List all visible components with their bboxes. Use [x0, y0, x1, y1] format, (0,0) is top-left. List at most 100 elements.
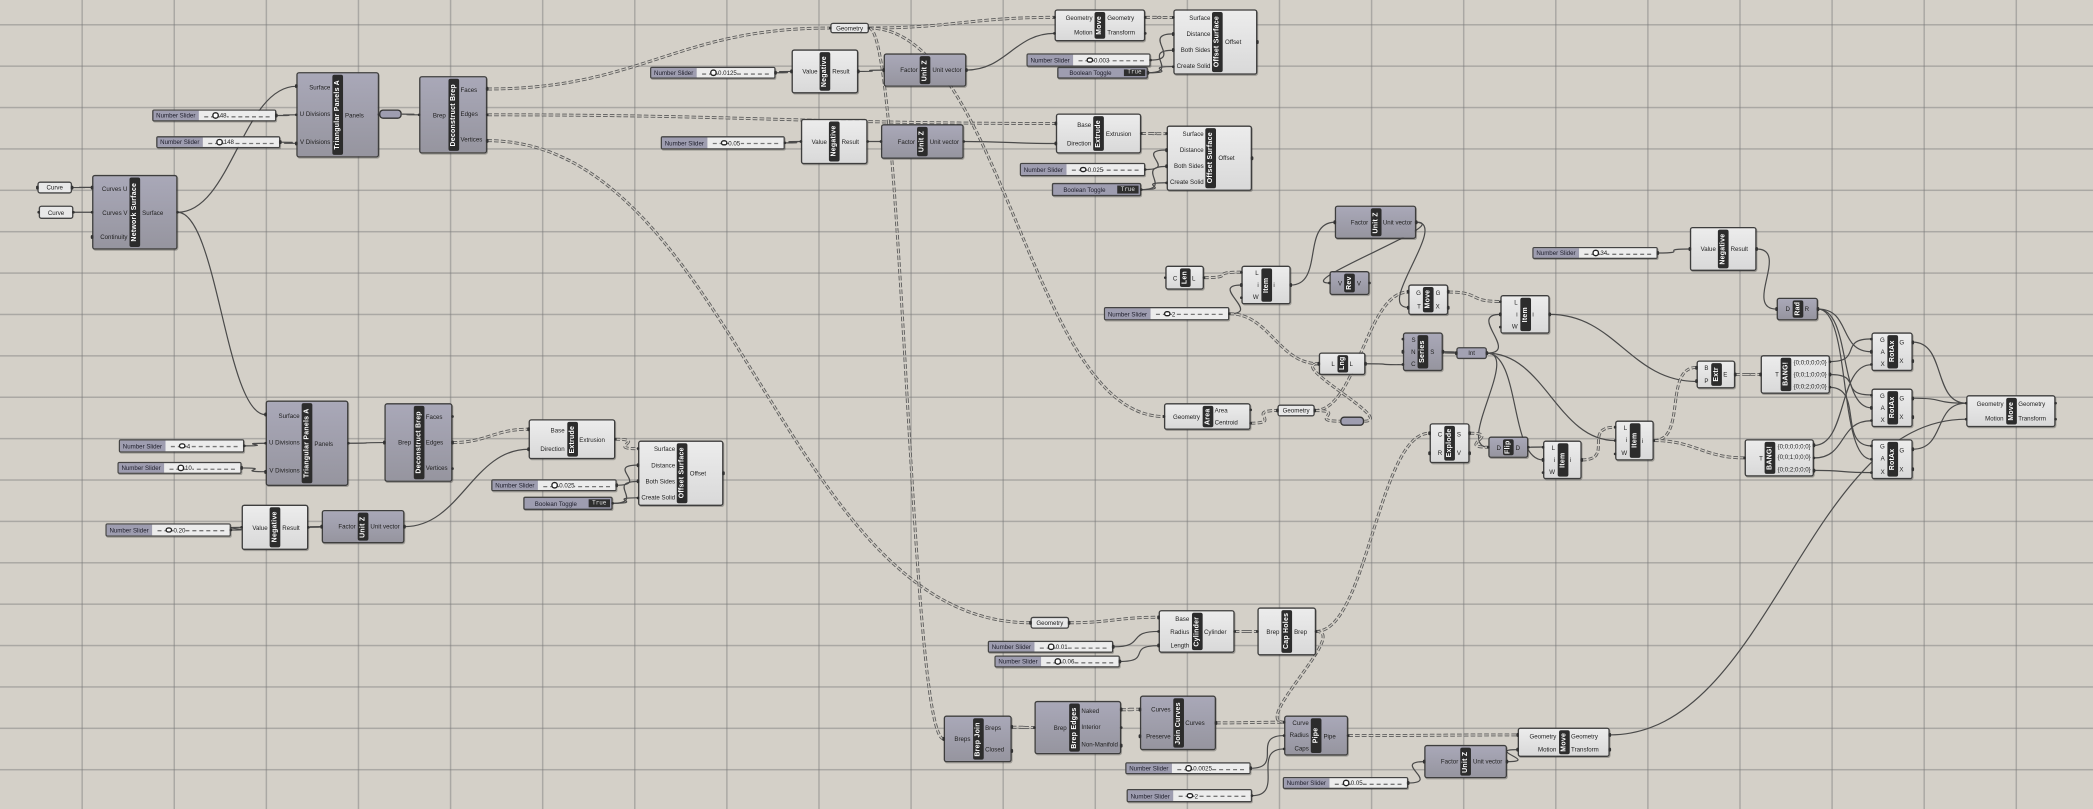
input-grip[interactable] — [1054, 121, 1058, 126]
output-grip[interactable] — [229, 528, 233, 532]
output-grip[interactable] — [614, 483, 619, 487]
output-grip[interactable] — [773, 71, 778, 75]
input-grip[interactable] — [90, 235, 94, 239]
output-grip[interactable] — [1143, 167, 1147, 172]
input-grip[interactable] — [1869, 470, 1874, 475]
output-grip[interactable] — [1227, 311, 1232, 316]
input-grip[interactable] — [1406, 290, 1410, 294]
output-grip[interactable] — [71, 210, 76, 214]
slider-track[interactable]: 2 — [1151, 308, 1229, 320]
input-grip[interactable] — [1964, 401, 1968, 405]
output-grip[interactable] — [1248, 766, 1253, 771]
input-grip[interactable] — [1427, 431, 1432, 435]
output-grip[interactable] — [1733, 372, 1737, 377]
output-grip[interactable] — [1248, 421, 1253, 425]
slider-track[interactable]: 0.025 — [538, 480, 616, 490]
output-grip[interactable] — [1911, 396, 1915, 400]
input-grip[interactable] — [636, 463, 640, 467]
input-grip[interactable] — [1282, 733, 1286, 738]
input-grip[interactable] — [1255, 629, 1260, 634]
input-grip[interactable] — [1869, 444, 1874, 448]
toggle-value[interactable]: True — [1123, 69, 1146, 77]
input-grip[interactable] — [1454, 351, 1458, 355]
output-grip[interactable] — [1143, 15, 1147, 20]
input-grip[interactable] — [1869, 406, 1874, 410]
slider-knob[interactable] — [720, 139, 727, 146]
output-grip[interactable] — [1139, 131, 1143, 136]
toggle-value[interactable]: True — [588, 499, 611, 508]
output-grip[interactable] — [1911, 415, 1915, 420]
output-grip[interactable] — [1911, 447, 1915, 451]
output-grip[interactable] — [1139, 187, 1143, 192]
output-grip[interactable] — [1314, 629, 1318, 634]
output-grip[interactable] — [610, 501, 615, 506]
output-grip[interactable] — [1111, 645, 1115, 649]
slider-track[interactable]: 0.05 — [707, 137, 784, 149]
output-grip[interactable] — [1346, 733, 1350, 738]
input-grip[interactable] — [526, 447, 531, 451]
input-grip[interactable] — [263, 412, 268, 417]
input-grip[interactable] — [1032, 725, 1037, 730]
output-grip[interactable] — [1652, 438, 1656, 443]
input-grip[interactable] — [1498, 299, 1503, 304]
output-grip[interactable] — [1288, 283, 1293, 287]
slider-track[interactable]: 4 — [165, 440, 243, 452]
input-grip[interactable] — [1156, 643, 1161, 648]
input-grip[interactable] — [1613, 452, 1617, 456]
output-grip[interactable] — [1067, 621, 1071, 625]
input-grip[interactable] — [1162, 414, 1166, 419]
input-grip[interactable] — [1327, 281, 1332, 285]
input-grip[interactable] — [1171, 64, 1175, 69]
input-grip[interactable] — [1138, 707, 1142, 711]
input-grip[interactable] — [1164, 131, 1169, 136]
input-grip[interactable] — [1282, 720, 1286, 724]
output-grip[interactable] — [450, 440, 455, 445]
input-grip[interactable] — [1239, 270, 1244, 274]
output-grip[interactable] — [70, 185, 74, 190]
output-grip[interactable] — [278, 140, 283, 144]
input-grip[interactable] — [1694, 379, 1699, 384]
input-grip[interactable] — [417, 113, 421, 117]
output-grip[interactable] — [1911, 340, 1915, 344]
output-grip[interactable] — [1119, 725, 1123, 730]
int-param[interactable]: Int — [1456, 347, 1487, 360]
input-grip[interactable] — [294, 141, 299, 146]
input-grip[interactable] — [90, 185, 94, 190]
relay-node[interactable] — [1340, 416, 1365, 426]
output-grip[interactable] — [2053, 401, 2058, 405]
slider-knob[interactable] — [551, 482, 558, 489]
slider-knob[interactable] — [1080, 166, 1087, 173]
input-grip[interactable] — [294, 113, 299, 117]
input-grip[interactable] — [294, 84, 299, 89]
input-grip[interactable] — [941, 737, 946, 741]
slider-knob[interactable] — [1164, 310, 1171, 317]
input-grip[interactable] — [90, 210, 94, 214]
input-grip[interactable] — [263, 441, 268, 445]
input-grip[interactable] — [1171, 32, 1175, 36]
output-grip[interactable] — [1812, 443, 1816, 448]
input-grip[interactable] — [1164, 164, 1169, 169]
